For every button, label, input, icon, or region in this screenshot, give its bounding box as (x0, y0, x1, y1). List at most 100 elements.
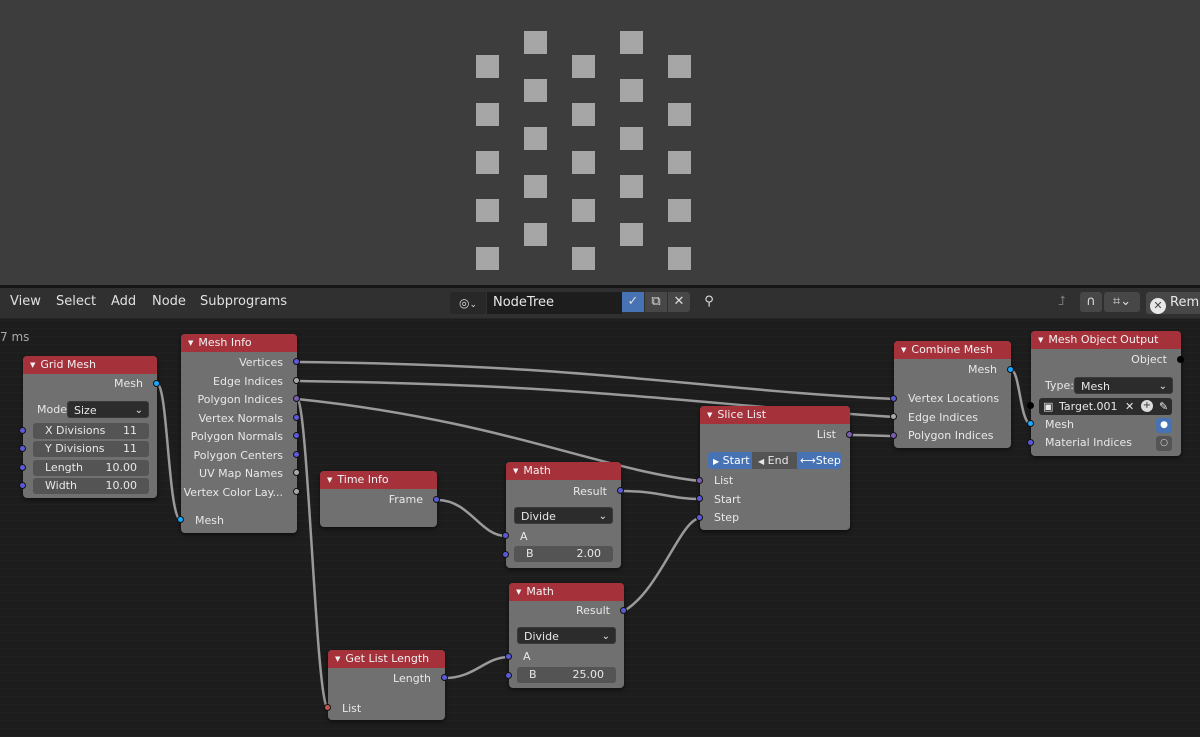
remove-circle-icon: ✕ (1150, 298, 1166, 314)
remove-button[interactable]: ✕Rem (1146, 292, 1200, 314)
node-mesh-object-output[interactable]: ▼Mesh Object Output Object Type: Mesh⌄ ▣… (1031, 331, 1181, 456)
menu-subprograms[interactable]: Subprograms (200, 294, 288, 309)
socket-length[interactable] (19, 464, 26, 471)
socket-mesh-out[interactable] (1007, 366, 1014, 373)
3d-viewport[interactable] (0, 0, 1200, 285)
collapse-triangle-icon[interactable]: ▼ (707, 411, 713, 419)
input-vertex-locations: Vertex Locations (908, 392, 1000, 405)
node-time-info[interactable]: ▼Time Info Frame (320, 471, 437, 527)
area-divider[interactable] (0, 285, 1200, 288)
socket-list[interactable] (324, 704, 331, 711)
node-tree-browse-button[interactable]: ◎⌄ (450, 292, 486, 314)
output-object: Object (1131, 353, 1167, 366)
socket-material-indices[interactable] (1027, 439, 1034, 446)
socket-vertex-locations[interactable] (890, 395, 897, 402)
socket-a[interactable] (502, 532, 509, 539)
end-mode-button[interactable]: ◀ End (753, 452, 796, 469)
collapse-triangle-icon[interactable]: ▼ (516, 588, 522, 596)
socket-b[interactable] (505, 672, 512, 679)
duplicate-icon[interactable]: ⧉ (645, 292, 667, 312)
output-frame: Frame (388, 493, 423, 506)
add-icon[interactable]: + (1141, 400, 1153, 412)
step-mode-button[interactable]: ⟷Step (797, 452, 841, 469)
node-mesh-info[interactable]: ▼Mesh Info Vertices Edge Indices Polygon… (181, 334, 297, 533)
socket-list-in[interactable] (696, 477, 703, 484)
menu-node[interactable]: Node (152, 294, 186, 309)
socket-target-object[interactable] (1027, 402, 1034, 409)
socket-polygon-centers[interactable] (293, 451, 300, 458)
collapse-triangle-icon[interactable]: ▼ (335, 655, 341, 663)
collapse-triangle-icon[interactable]: ▼ (188, 339, 194, 347)
socket-uv-map-names[interactable] (293, 469, 300, 476)
socket-polygon-normals[interactable] (293, 432, 300, 439)
input-a: A (520, 530, 528, 543)
collapse-triangle-icon[interactable]: ▼ (513, 467, 519, 475)
mesh-face (524, 223, 547, 246)
mode-label: Mode (37, 403, 67, 416)
operation-select[interactable]: Divide⌄ (514, 507, 613, 524)
type-select[interactable]: Mesh⌄ (1074, 377, 1173, 394)
collapse-triangle-icon[interactable]: ▼ (327, 476, 333, 484)
collapse-triangle-icon[interactable]: ▼ (1038, 336, 1044, 344)
socket-list-out[interactable] (846, 431, 853, 438)
close-icon[interactable]: ✕ (668, 292, 690, 312)
eyedropper-icon[interactable]: ✎ (1159, 400, 1169, 413)
target-object-field[interactable]: ▣ Target.001 ✕ + ✎ (1039, 398, 1172, 415)
snap-icon[interactable]: ∩ (1080, 292, 1102, 312)
clear-icon[interactable]: ✕ (1125, 400, 1135, 413)
node-get-list-length[interactable]: ▼Get List Length Length List (328, 650, 445, 720)
start-mode-button[interactable]: ▶ Start (708, 452, 752, 469)
chevron-down-icon: ⌄ (1158, 381, 1167, 392)
socket-vertex-normals[interactable] (293, 414, 300, 421)
socket-edge-indices[interactable] (293, 377, 300, 384)
socket-start[interactable] (696, 495, 703, 502)
collapse-triangle-icon[interactable]: ▼ (30, 361, 36, 369)
socket-polygon-indices[interactable] (890, 432, 897, 439)
snap-target-icon[interactable]: ⌗⌄ (1104, 292, 1140, 312)
socket-step[interactable] (696, 514, 703, 521)
mesh-toggle-icon[interactable]: ● (1156, 418, 1172, 433)
pin-icon[interactable]: ⚲ (704, 294, 714, 309)
socket-vertex-color-layers[interactable] (293, 488, 300, 495)
mesh-face (620, 79, 643, 102)
mode-select[interactable]: Size⌄ (67, 401, 149, 418)
menu-add[interactable]: Add (111, 294, 137, 309)
output-polygon-centers: Polygon Centers (193, 449, 283, 462)
menu-select[interactable]: Select (56, 294, 97, 309)
socket-mesh-out[interactable] (153, 380, 160, 387)
socket-width[interactable] (19, 482, 26, 489)
socket-vertices[interactable] (293, 358, 300, 365)
node-slice-list[interactable]: ▼Slice List List ▶ Start ◀ End ⟷Step Lis… (700, 406, 850, 530)
menu-view[interactable]: View (10, 294, 41, 309)
socket-frame[interactable] (433, 496, 440, 503)
socket-b[interactable] (502, 551, 509, 558)
execution-time: 7 ms (0, 330, 30, 344)
fake-user-shield-icon[interactable]: ✓ (622, 292, 644, 312)
socket-object-out[interactable] (1177, 356, 1184, 363)
material-toggle-icon[interactable]: ○ (1156, 436, 1172, 451)
socket-a[interactable] (505, 653, 512, 660)
socket-result[interactable] (620, 607, 627, 614)
node-combine-mesh[interactable]: ▼Combine Mesh Mesh Vertex Locations Edge… (894, 341, 1011, 448)
operation-select[interactable]: Divide⌄ (517, 627, 616, 644)
socket-length[interactable] (441, 674, 448, 681)
socket-mesh-in[interactable] (177, 516, 184, 523)
socket-y-divisions[interactable] (19, 445, 26, 452)
socket-edge-indices[interactable] (890, 413, 897, 420)
socket-x-divisions[interactable] (19, 427, 26, 434)
socket-result[interactable] (617, 487, 624, 494)
parent-tree-icon[interactable]: ⮥ (1058, 294, 1066, 309)
socket-polygon-indices[interactable] (293, 395, 300, 402)
socket-mesh-in[interactable] (1027, 420, 1034, 427)
node-tree-name-field[interactable]: NodeTree (487, 292, 622, 314)
collapse-triangle-icon[interactable]: ▼ (901, 346, 907, 354)
